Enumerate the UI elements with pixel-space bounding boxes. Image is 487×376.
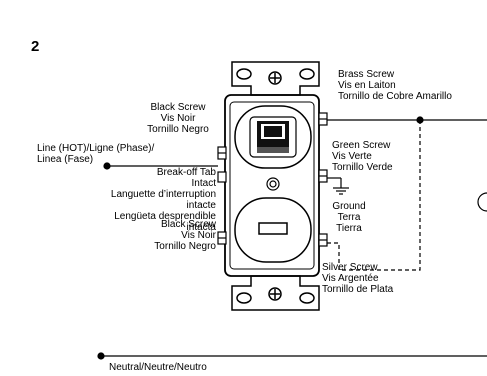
neutral-wire-end (97, 352, 105, 360)
terminal-screws (217, 112, 328, 247)
device-body (224, 94, 320, 277)
line-hot-wire-end (103, 162, 111, 170)
break-off-tab-terminal (217, 171, 227, 183)
top-mounting-strap (231, 61, 320, 96)
outlet-half (234, 197, 312, 263)
ground-symbol (327, 177, 349, 195)
figure-number: 2 (31, 38, 40, 55)
jumper-wire-dashed (327, 120, 421, 271)
load-fixture-edge (477, 192, 487, 212)
wires (97, 116, 487, 360)
line-hot-label: Line (HOT)/Ligne (Phase)/Linea (Fase) (37, 143, 155, 165)
toggle-lever (257, 121, 289, 153)
center-screw (266, 177, 280, 191)
bottom-mounting-strap (231, 275, 320, 311)
neutral-label: Neutral/Neutre/Neutro (109, 362, 207, 373)
switch-half (234, 105, 312, 169)
